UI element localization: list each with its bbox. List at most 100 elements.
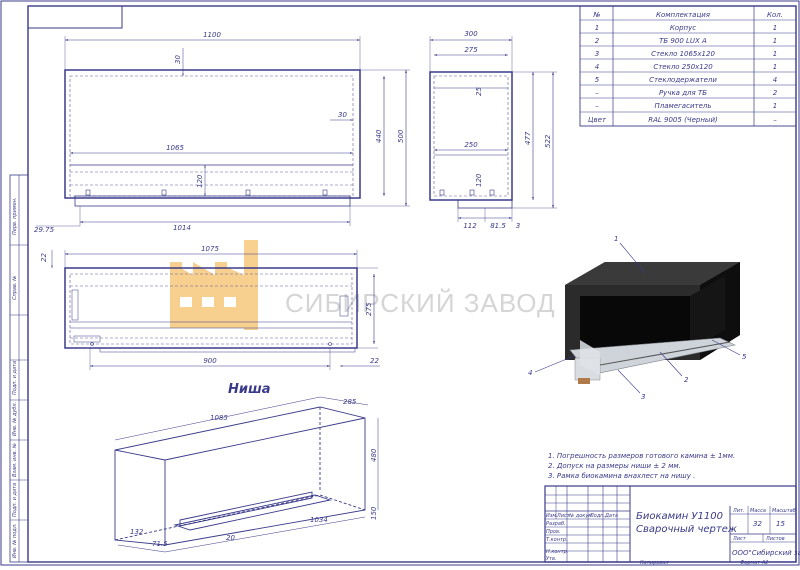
watermark-text: СИБИРСКИЙ ЗАВОД: [285, 288, 556, 318]
dim-niche-inner: 1034: [310, 516, 328, 524]
note-1: 1. Погрешность размеров готового камина …: [548, 452, 735, 460]
tb-copied: Копировал: [640, 560, 669, 566]
spec-row-qty: 1: [773, 37, 777, 45]
tb-col-list: Лист: [556, 513, 571, 519]
spec-row-item: RAL 9005 (Черный): [648, 116, 718, 124]
spec-row-item: Ручка для ТБ: [659, 89, 707, 97]
tb-role-prov: Пров.: [546, 529, 561, 535]
note-2: 2. Допуск на размеры ниши ± 2 мм.: [548, 462, 681, 470]
notes: 1. Погрешность размеров готового камина …: [548, 452, 735, 480]
spec-row-num: 5: [595, 76, 600, 84]
spec-row-qty: 4: [773, 76, 777, 84]
side-view-dims: 300 275 25 250 120 477 522 112 81.5 3: [463, 30, 552, 230]
dim-front-offset: 29.75: [34, 226, 55, 234]
niche-dims: 1085 285 480 1034 150 132 71.5 20: [130, 398, 378, 548]
dim-top-offset: 22: [40, 253, 48, 262]
dim-front-top-frame: 30: [174, 55, 182, 64]
tb-mass-header: Масса: [750, 508, 766, 514]
stamp-inv-dubl: Инв. № дубл.: [12, 402, 18, 436]
tb-sheets: Листов: [765, 536, 785, 542]
niche-title: Ниша: [228, 382, 271, 397]
side-stamp-column: Перв. примен. Справ. № Подп. и дата Инв.…: [9, 174, 29, 563]
dim-side-glass: 250: [464, 141, 478, 149]
spec-row-qty: 1: [773, 63, 777, 71]
dim-niche-height: 480: [370, 448, 378, 462]
dim-niche-gap: 20: [226, 534, 235, 542]
dim-front-glass-height: 120: [196, 174, 204, 188]
callout-3: 3: [641, 393, 645, 401]
dim-top-depth: 275: [365, 302, 373, 316]
tb-col-izm: Изм.: [546, 513, 558, 519]
niche-drawing: [114, 396, 379, 553]
factory-logo-icon: [170, 240, 258, 330]
dim-niche-width: 1085: [210, 414, 228, 422]
tb-role-nkontr: Н.контр.: [546, 549, 568, 555]
dim-side-depth: 300: [464, 30, 478, 38]
dim-side-glass-height: 120: [475, 173, 483, 187]
top-left-stamp: [28, 6, 123, 29]
spec-row-num: 3: [595, 50, 599, 58]
dim-top-side: 22: [370, 357, 379, 365]
tb-drawing-type: Сварочный чертеж: [636, 524, 737, 535]
watermark: СИБИРСКИЙ ЗАВОД: [170, 240, 556, 330]
spec-row-item: Корпус: [670, 24, 696, 32]
dim-front-side-frame: 30: [338, 111, 347, 119]
tb-lit-header: Лит.: [732, 508, 745, 514]
tb-scale-header: Масштаб: [772, 508, 796, 514]
spec-row-qty: 1: [773, 24, 777, 32]
spec-row-item: Пламегаситель: [655, 102, 712, 110]
top-view-dims: 1075 22 275 900 22: [40, 245, 379, 365]
callouts: 1 2 3 4 5: [528, 235, 747, 401]
spec-table: № Комплектация Кол. 1 Корпус 1 2 ТБ 900 …: [579, 5, 797, 127]
spec-row-qty: 1: [773, 50, 777, 58]
top-view: [51, 250, 380, 370]
note-3: 3. Рамка биокамина внахлест на нишу .: [548, 472, 695, 480]
tb-col-doc: № докум.: [568, 513, 594, 519]
front-view: [36, 36, 410, 227]
front-view-dims: 1100 30 30 1065 120 440 500 1014 29.75: [34, 31, 405, 234]
dim-front-width: 1100: [203, 31, 221, 39]
spec-row-num: –: [595, 102, 599, 110]
spec-row-num: 2: [595, 37, 600, 45]
tb-role-razrab: Разраб.: [546, 521, 566, 527]
callout-2: 2: [684, 376, 689, 384]
dim-side-inner-height: 477: [524, 131, 532, 145]
dim-niche-depth: 285: [343, 398, 357, 406]
dim-side-base-b: 81.5: [490, 222, 506, 230]
tb-mass-value: 32: [753, 520, 762, 528]
spec-row-num: Цвет: [588, 116, 607, 124]
dim-front-base: 1014: [173, 224, 191, 232]
tb-sheet: Лист: [732, 536, 747, 542]
title-block: [544, 485, 797, 563]
tb-scale-value: 15: [776, 520, 785, 528]
callout-lines: [534, 242, 741, 394]
dim-top-burner: 900: [203, 357, 217, 365]
spec-header-item: Комплектация: [656, 11, 710, 19]
spec-header-qty: Кол.: [767, 11, 783, 19]
spec-row-item: Стекло 1065х120: [651, 50, 715, 58]
spec-row-qty: 2: [773, 89, 778, 97]
spec-row-item: Стеклодержатели: [649, 76, 717, 84]
spec-row-item: ТБ 900 LUX А: [659, 37, 707, 45]
dim-front-glass: 1065: [166, 144, 184, 152]
front-outer-frame: [64, 69, 361, 199]
spec-row-qty: –: [773, 116, 777, 124]
stamp-sprav: Справ. №: [12, 276, 18, 300]
callout-4: 4: [528, 369, 532, 377]
tb-col-date: Дата: [604, 513, 618, 519]
stamp-perv-primen: Перв. примен.: [12, 197, 18, 235]
fireplace-render: [565, 262, 740, 384]
spec-header-num: №: [592, 11, 600, 19]
spec-row-num: 4: [595, 63, 599, 71]
tb-company: ООО"Сибирский завод": [732, 549, 800, 557]
callout-5: 5: [742, 353, 747, 361]
dim-side-base-a: 112: [463, 222, 477, 230]
spec-row-num: 1: [595, 24, 599, 32]
dim-niche-offset: 71.5: [152, 540, 168, 548]
dim-front-inner-height: 440: [375, 129, 383, 143]
side-view: [429, 36, 557, 222]
tb-col-sign: Подп.: [590, 513, 605, 519]
spec-row-qty: 1: [773, 102, 777, 110]
